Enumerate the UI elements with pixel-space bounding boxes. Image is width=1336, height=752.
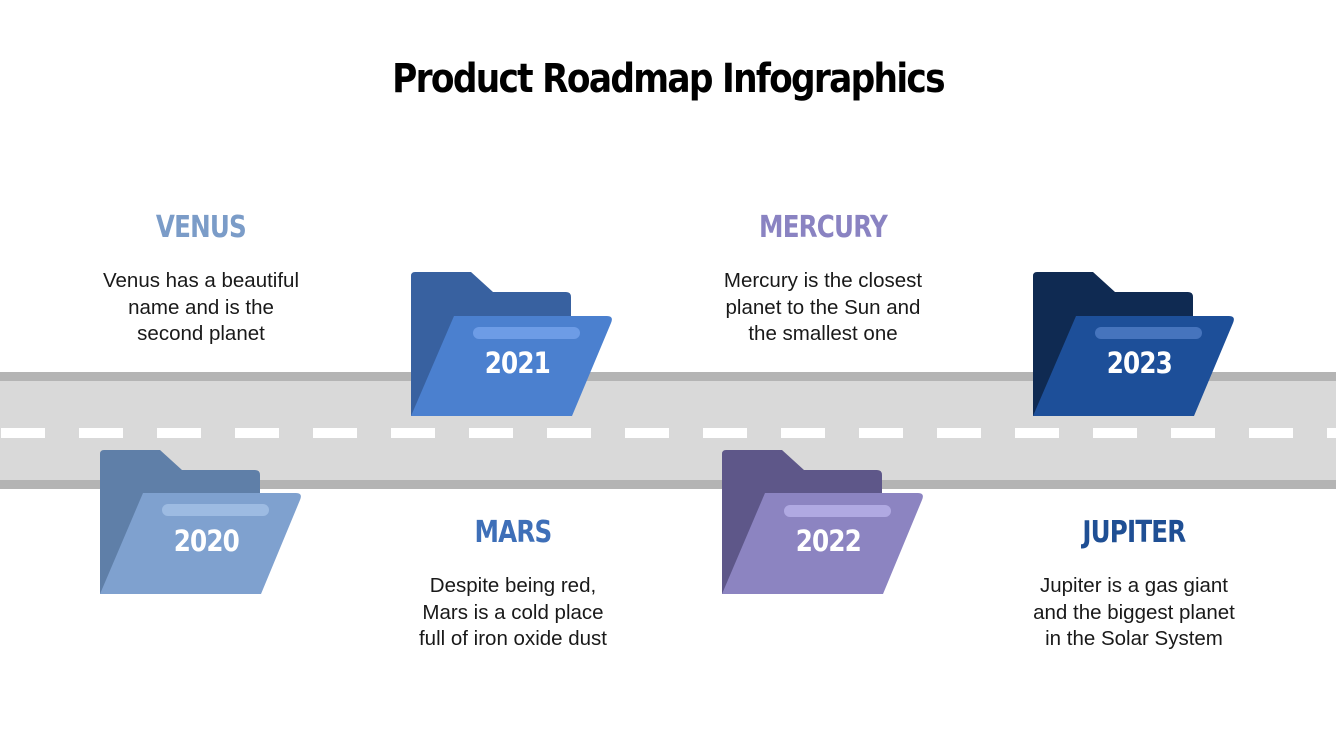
milestone-title-mercury: MERCURY [663,210,983,245]
folder-2020: 2020 [100,450,302,596]
description-line: planet to the Sun and [725,295,921,319]
folder-year-label: 2022 [766,524,890,558]
folder-year-label: 2021 [455,346,579,380]
milestone-title-mars: MARS [353,515,673,550]
description-line: and the biggest planet [1033,600,1235,624]
description-line: Mars is a cold place [422,600,604,624]
milestone-description-mercury: Mercury is the closest planet to the Sun… [663,268,983,348]
description-line: in the Solar System [1045,627,1223,650]
description-line: Jupiter is a gas giant [1039,574,1229,597]
year-text: 2023 [1106,346,1172,380]
description-line: the smallest one [748,322,898,345]
milestone-title-text: MARS [474,515,553,550]
folder-icon [100,450,301,594]
milestone-title-jupiter: JUPITER [974,515,1294,550]
description-line: Mercury is the closest [723,269,923,292]
milestone-title-venus: VENUS [41,210,361,245]
folder-icon [411,272,612,416]
year-text: 2021 [484,346,550,380]
description-line: name and is the [128,295,274,319]
lane-dashes [1,428,1336,438]
description-line: Venus has a beautiful [102,269,300,292]
folder-year-label: 2020 [144,524,268,558]
year-text: 2022 [795,524,861,558]
milestone-description-mars: Despite being red, Mars is a cold place … [353,573,673,653]
folder-2021: 2021 [411,272,613,418]
milestone-title-text: VENUS [155,210,247,245]
folder-2022: 2022 [722,450,924,596]
folder-year-label: 2023 [1077,346,1201,380]
folder-icon [1033,272,1234,416]
milestone-title-text: MERCURY [759,210,888,245]
folder-2023: 2023 [1033,272,1235,418]
folder-icon [722,450,923,594]
milestone-title-text: JUPITER [1082,515,1186,550]
description-line: second planet [137,322,265,345]
description-line: Despite being red, [429,574,597,597]
year-text: 2020 [173,524,239,558]
milestone-description-jupiter: Jupiter is a gas giant and the biggest p… [974,573,1294,653]
milestone-description-venus: Venus has a beautiful name and is the se… [41,268,361,348]
page-title: Product Roadmap Infographics [392,56,945,102]
description-line: full of iron oxide dust [418,627,608,650]
